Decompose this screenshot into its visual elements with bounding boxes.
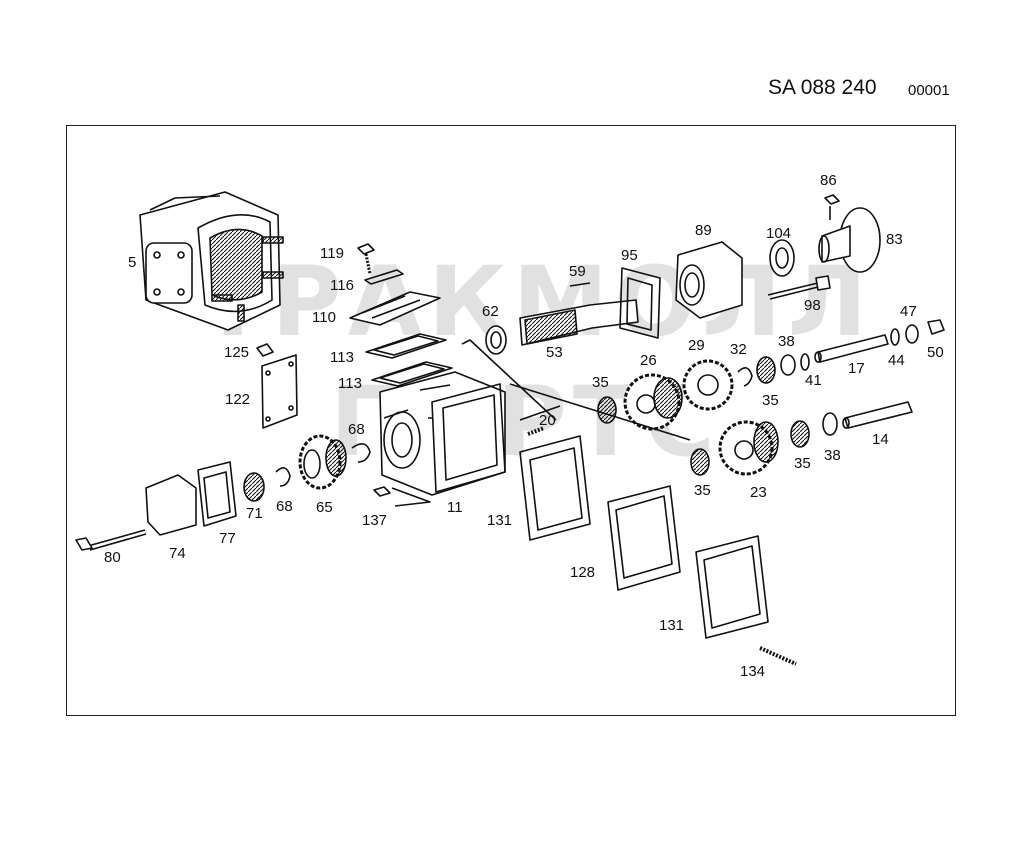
snap-ring-68a (351, 443, 371, 463)
part-label: 89 (695, 222, 712, 239)
part-label: 131 (487, 512, 512, 529)
gasket-77 (197, 461, 237, 527)
part-label: 41 (805, 372, 822, 389)
diagram-code: SA 088 240 (768, 76, 877, 99)
part-label: 35 (794, 455, 811, 472)
assembled-pto-housing (139, 191, 284, 331)
part-label: 32 (730, 341, 747, 358)
bearing-104 (769, 239, 795, 277)
part-label: 137 (362, 512, 387, 529)
diagram-frame (66, 125, 956, 716)
ring-41 (800, 353, 810, 371)
part-label: 62 (482, 303, 499, 320)
gear-26 (623, 373, 683, 431)
gear-29 (682, 359, 734, 411)
part-label: 116 (330, 277, 354, 294)
part-label: 134 (740, 663, 765, 680)
part-label: 26 (640, 352, 657, 369)
bearing-housing-89 (675, 241, 743, 319)
part-label: 11 (447, 499, 463, 516)
gasket-131a (519, 435, 591, 541)
snap-ring-68b (275, 467, 291, 487)
bearing-71 (243, 472, 265, 502)
part-label: 14 (872, 431, 889, 448)
part-label: 23 (750, 484, 767, 501)
part-label: 113 (338, 375, 362, 392)
part-label: 38 (824, 447, 841, 464)
bearing-35c (690, 448, 710, 476)
nut-137 (373, 486, 391, 497)
ring-44 (890, 328, 900, 346)
main-housing (379, 371, 506, 496)
breather-and-plate (256, 343, 298, 429)
part-label: 5 (128, 254, 136, 271)
leader-137 (391, 487, 431, 507)
part-label: 128 (570, 564, 595, 581)
part-label: 68 (348, 421, 365, 438)
part-label: 71 (246, 505, 263, 522)
assembly-leader-lines (461, 339, 691, 441)
part-label: 65 (316, 499, 333, 516)
stud-134 (759, 646, 797, 666)
bolt-86 (824, 194, 840, 220)
washer-47 (905, 324, 919, 344)
part-label: 122 (225, 391, 250, 408)
spacer-plate-128 (607, 485, 681, 591)
part-label: 35 (694, 482, 711, 499)
part-label: 131 (659, 617, 684, 634)
gear-65 (298, 434, 347, 490)
pin-20 (527, 426, 545, 436)
gear-23 (718, 420, 779, 476)
plug-50 (927, 319, 945, 335)
gasket-131b (695, 535, 769, 639)
part-labels: 5 119 116 110 125 113 113 122 62 53 59 9… (104, 172, 944, 680)
bearing-35d (790, 420, 810, 448)
snap-ring-32 (737, 367, 753, 387)
part-label: 119 (320, 245, 344, 262)
part-label: 98 (804, 297, 821, 314)
gasket-95 (619, 267, 661, 339)
part-label: 35 (762, 392, 779, 409)
part-label: 74 (169, 545, 186, 562)
bearing-35a (597, 396, 617, 424)
shaft-17 (817, 334, 889, 363)
part-label: 53 (546, 344, 563, 361)
part-label: 80 (104, 549, 121, 566)
part-label: 29 (688, 337, 705, 354)
bearing-35b (756, 356, 776, 384)
part-label: 47 (900, 303, 917, 320)
part-label: 17 (848, 360, 865, 377)
input-shaft-group (485, 282, 639, 355)
top-cover-assembly (349, 243, 453, 387)
part-label: 104 (766, 225, 791, 242)
part-label: 50 (927, 344, 944, 361)
part-label: 125 (224, 344, 249, 361)
output-flange-83 (818, 207, 881, 273)
part-label: 77 (219, 530, 236, 547)
part-label: 113 (330, 349, 354, 366)
part-label: 83 (886, 231, 903, 248)
bolt-98 (767, 281, 823, 300)
cover-74 (145, 474, 197, 536)
part-label: 86 (820, 172, 837, 189)
part-label: 68 (276, 498, 293, 515)
washer-38b (822, 412, 838, 436)
part-label: 95 (621, 247, 638, 264)
part-label: 35 (592, 374, 609, 391)
part-label: 59 (569, 263, 586, 280)
part-label: 38 (778, 333, 795, 350)
part-label: 110 (312, 309, 336, 326)
sheet-number: 00001 (908, 82, 950, 99)
part-label: 20 (539, 412, 556, 429)
washer-38a (780, 354, 796, 376)
bolt-80 (87, 529, 147, 551)
part-label: 44 (888, 352, 905, 369)
shaft-14 (844, 401, 913, 429)
